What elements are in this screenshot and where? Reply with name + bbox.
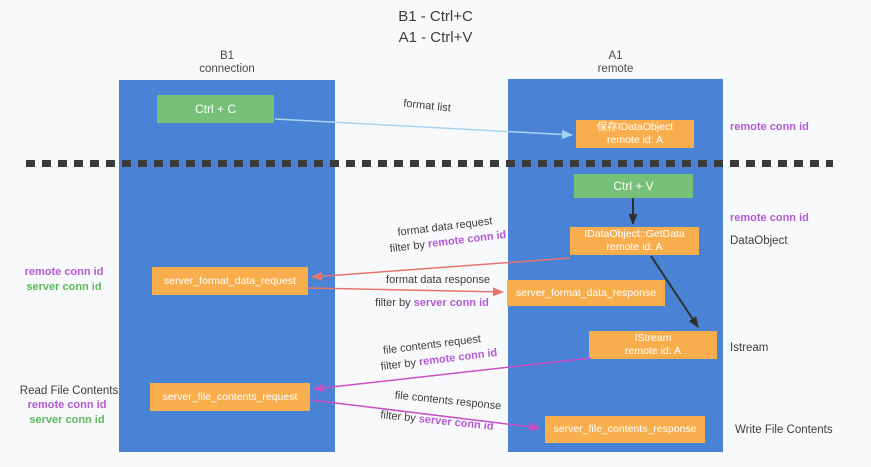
server-conn-id-key: server conn id xyxy=(413,297,489,309)
format-data-response-arrow xyxy=(307,287,504,297)
format-list-label: format list xyxy=(402,97,452,115)
getdata-line2: remote id: A xyxy=(606,241,663,253)
filter-by-text: filter by xyxy=(389,238,429,256)
getdata-line1: IDataObject::GetData xyxy=(584,228,685,240)
dataobject-annotation: DataObject xyxy=(730,235,788,247)
format-remote-conn-id-annotation: remote conn id xyxy=(24,266,104,278)
file-server-conn-id-annotation: server conn id xyxy=(29,414,105,426)
istream-annotation: Istream xyxy=(730,342,769,354)
istream-line2: remote id: A xyxy=(624,345,682,357)
file-remote-conn-id-annotation: remote conn id xyxy=(27,399,107,411)
diagram-title: B1 - Ctrl+C A1 - Ctrl+V xyxy=(0,6,871,48)
right-column-name: A1 xyxy=(608,50,623,62)
left-column-role: connection xyxy=(199,63,255,75)
title-line-1: B1 - Ctrl+C xyxy=(398,8,473,25)
server-file-contents-request-label: server_file_contents_request xyxy=(162,390,298,403)
right-column-header: A1 remote xyxy=(508,50,723,76)
read-file-contents-annotation: Read File Contents xyxy=(19,385,119,397)
left-column-name: B1 xyxy=(219,50,235,62)
save-remote-conn-id-annotation: remote conn id xyxy=(730,121,809,133)
title-line-2: A1 - Ctrl+V xyxy=(398,29,473,46)
right-column-role: remote xyxy=(597,63,634,75)
getdata-remote-conn-id-annotation: remote conn id xyxy=(730,212,809,224)
write-file-contents-annotation: Write File Contents xyxy=(735,424,833,436)
filter-by-text: filter by xyxy=(375,297,414,309)
format-server-conn-id-annotation: server conn id xyxy=(26,281,102,293)
filter-by-text: filter by xyxy=(379,409,420,426)
filter-by-text: filter by xyxy=(380,356,420,374)
file-contents-response-filter-label: filter by server conn id xyxy=(377,409,498,433)
ctrl-v-box: Ctrl + V xyxy=(574,174,693,198)
server-conn-id-key: server conn id xyxy=(418,413,495,433)
istream-line1: IStream xyxy=(634,332,672,344)
server-file-contents-response-box: server_file_contents_response xyxy=(545,416,705,443)
save-dataobject-box: 保存IDataObject remote id: A xyxy=(576,120,694,148)
format-data-response-filter-label: filter by server conn id xyxy=(372,297,492,309)
phase-separator-dashed-line xyxy=(26,160,833,167)
save-dataobject-line2: remote id: A xyxy=(606,134,664,146)
ctrl-v-label: Ctrl + V xyxy=(613,178,654,193)
istream-box: IStream remote id: A xyxy=(589,331,717,359)
server-format-data-request-box: server_format_data_request xyxy=(152,267,308,295)
ctrl-c-label: Ctrl + C xyxy=(194,101,236,116)
server-file-contents-request-box: server_file_contents_request xyxy=(150,383,310,411)
server-file-contents-response-label: server_file_contents_response xyxy=(553,423,697,435)
save-dataobject-line1: 保存IDataObject xyxy=(596,121,674,133)
file-contents-response-label: file contents response xyxy=(394,389,502,413)
server-format-data-response-label: server_format_data_response xyxy=(515,286,657,299)
server-format-data-request-label: server_format_data_request xyxy=(164,274,296,287)
server-format-data-response-box: server_format_data_response xyxy=(507,280,665,306)
left-column-header: B1 connection xyxy=(119,50,335,76)
getdata-box: IDataObject::GetData remote id: A xyxy=(570,227,699,255)
format-data-response-label: format data response xyxy=(386,274,490,286)
ctrl-c-box: Ctrl + C xyxy=(157,95,274,123)
